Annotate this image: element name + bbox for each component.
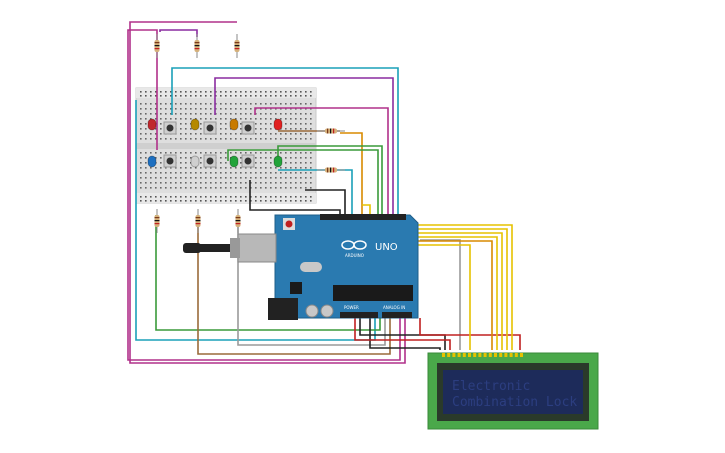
led-orange [229,118,239,131]
analog-header [382,312,412,318]
led-red [273,118,283,131]
resistor [195,209,201,233]
resistors [154,34,345,233]
wire-cyan [171,67,399,215]
arduino-logo [341,240,367,250]
arduino-brand: ARDUINO [345,253,364,258]
wire-gray [237,215,386,346]
resistor [235,209,241,233]
pushbutton [163,154,177,168]
led-green [273,155,283,168]
wire-yellow-3 [402,228,508,350]
wire-black-4 [369,318,441,350]
resistor [317,167,345,173]
lcd-line-1: Electronic [452,379,530,394]
wire-green-3 [155,215,381,331]
lcd-screen [443,370,583,414]
led-red [147,118,157,131]
microcontroller-chip [333,285,413,301]
resistor [154,209,160,233]
wire-gray-2 [420,239,461,350]
analog-label: ANALOG IN [383,305,405,310]
wire-yellow-5 [402,236,498,350]
lcd-line-2: Combination Lock [452,395,577,410]
led-white [190,155,200,168]
power-jack [268,298,298,320]
led-blue [147,155,157,168]
digital-header [320,214,406,220]
led-green [229,155,239,168]
pushbutton [163,121,177,135]
arduino-board: UNO ARDUINO POWER ANALOG IN [183,214,419,320]
pushbutton [203,121,217,135]
leds [147,118,283,168]
wire-magenta-3 [254,107,389,215]
wire-yellow-6 [402,244,471,350]
wire-black-3 [359,318,446,350]
power-label: POWER [344,305,359,310]
wire-black-2 [249,180,341,215]
wire-yellow-4 [402,232,503,350]
lcd-pin-header [442,353,523,357]
resistor [234,34,240,58]
wire-yellow-2 [402,224,513,350]
pushbuttons [163,121,255,168]
wire-orange-2 [340,132,363,215]
power-header [340,312,378,318]
resistor [154,34,160,58]
pushbutton [241,121,255,135]
arduino-model: UNO [375,242,398,253]
led-yellow [190,118,200,131]
wire-cyan-3 [278,169,353,215]
wire-orange-3 [402,240,493,350]
wire-purple [159,29,198,37]
pushbutton [203,154,217,168]
lcd-module: Electronic Combination Lock [427,352,599,430]
wires [127,21,521,364]
usb-connector [237,233,277,263]
resistor [194,34,200,58]
wire-green [227,149,379,215]
wire-brown [197,215,391,355]
pushbutton [241,154,255,168]
wire-green-2 [277,145,383,215]
wire-red [354,318,451,350]
resistor [317,128,345,134]
wire-black [305,189,346,215]
wire-cyan-2 [135,100,376,341]
wire-yellow-1 [362,204,371,215]
wire-purple-2 [214,77,394,215]
